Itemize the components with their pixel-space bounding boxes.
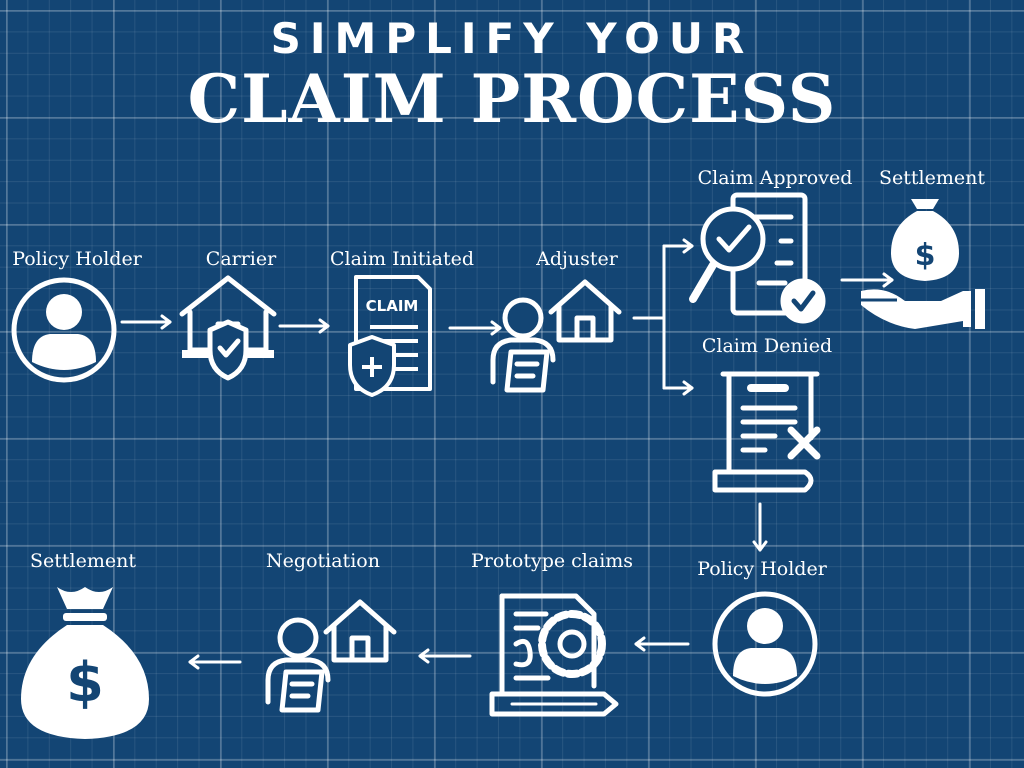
label-claim-approved: Claim Approved (697, 167, 853, 189)
arrow-left (188, 654, 242, 670)
currency-symbol: $ (915, 238, 936, 273)
arrow-right (278, 318, 330, 334)
claim-document-icon: CLAIM (348, 275, 432, 397)
arrow-branch (632, 238, 694, 396)
label-settlement-2: Settlement (30, 550, 136, 572)
claim-doc-text: CLAIM (366, 297, 419, 315)
label-settlement-1: Settlement (879, 167, 985, 189)
money-bag-icon: $ (21, 587, 149, 739)
label-adjuster: Adjuster (536, 248, 618, 270)
arrow-right (120, 314, 172, 330)
arrow-right (840, 272, 894, 288)
label-policy-holder-2: Policy Holder (697, 558, 827, 580)
adjuster-icon (265, 599, 397, 713)
label-prototype-claims: Prototype claims (470, 550, 634, 572)
magnifier-check-document-icon (689, 192, 826, 324)
house-shield-icon (179, 275, 277, 381)
label-carrier: Carrier (205, 248, 277, 270)
user-circle-icon (11, 277, 117, 383)
denied-document-icon (712, 371, 821, 493)
page-title: CLAIM PROCESS (187, 60, 837, 138)
label-claim-initiated: Claim Initiated (330, 248, 474, 270)
arrow-down (752, 502, 768, 552)
label-claim-denied: Claim Denied (701, 335, 833, 357)
arrow-right (448, 320, 502, 336)
currency-symbol: $ (66, 651, 104, 714)
money-bag-hand-icon: $ (861, 199, 985, 329)
label-negotiation: Negotiation (266, 550, 380, 572)
gear-document-icon (489, 593, 619, 717)
label-policy-holder-1: Policy Holder (12, 248, 142, 270)
user-circle-icon (712, 591, 818, 697)
arrow-left (418, 648, 472, 664)
title-subtitle: SIMPLIFY YOUR (270, 14, 754, 63)
adjuster-icon (490, 279, 622, 393)
arrow-left (634, 636, 690, 652)
